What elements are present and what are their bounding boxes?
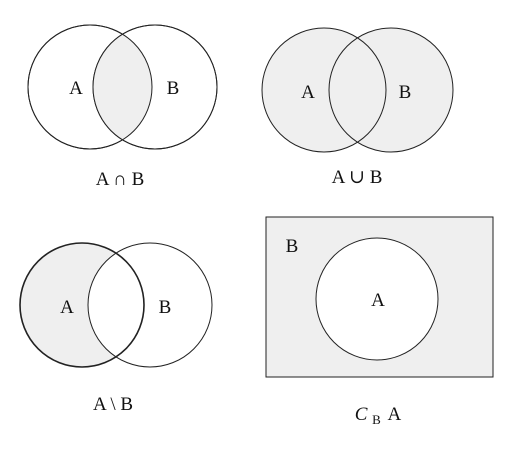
complement-caption-set: A — [388, 404, 402, 425]
union-set-b-circle — [329, 28, 453, 152]
intersection-label-a: A — [69, 78, 83, 99]
intersection-caption: A ∩ B — [96, 169, 145, 190]
complement-caption-subscript: B — [372, 412, 381, 427]
complement-caption: C B A — [355, 404, 402, 429]
difference-label-b: B — [159, 297, 172, 318]
union-label-a: A — [301, 82, 315, 103]
difference-set-b-circle — [88, 243, 144, 367]
difference-label-a: A — [60, 297, 74, 318]
complement-label-universe: B — [286, 236, 299, 257]
intersection-shaded-region — [93, 25, 152, 149]
difference-caption: A \ B — [93, 394, 133, 415]
complement-set-a-circle — [315, 237, 439, 361]
intersection-label-b: B — [167, 78, 180, 99]
complement-panel: B A C B A — [265, 216, 494, 429]
difference-panel: A B A \ B — [19, 242, 213, 415]
complement-caption-symbol: C — [355, 404, 368, 425]
intersection-panel: A B A ∩ B — [27, 24, 218, 190]
complement-label-a: A — [371, 290, 385, 311]
union-panel: A B A ∪ B — [261, 27, 454, 188]
union-caption: A ∪ B — [332, 167, 383, 188]
union-label-b: B — [399, 82, 412, 103]
